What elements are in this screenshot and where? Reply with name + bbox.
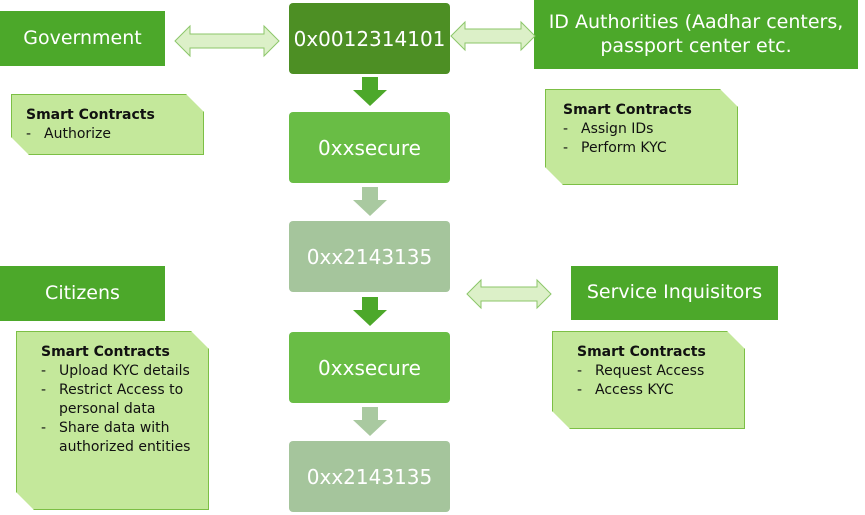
note-list: Request Access Access KYC xyxy=(577,362,734,400)
double-arrow-service-inquisitors xyxy=(466,278,552,310)
service-inquisitors-label: Service Inquisitors xyxy=(571,266,778,320)
down-arrow-2 xyxy=(353,187,387,216)
down-arrow-3 xyxy=(353,297,387,326)
note-title: Smart Contracts xyxy=(577,344,706,360)
note-title: Smart Contracts xyxy=(563,102,692,118)
chain-block-5: 0xx2143135 xyxy=(289,441,450,512)
note-item: Share data with authorized entities xyxy=(41,419,198,457)
note-item: Perform KYC xyxy=(563,139,727,158)
chain-block-3: 0xx2143135 xyxy=(289,221,450,292)
double-arrow-id-authorities xyxy=(450,20,536,52)
government-label: Government xyxy=(0,11,165,66)
chain-block-2: 0xxsecure xyxy=(289,112,450,183)
note-title: Smart Contracts xyxy=(26,107,155,123)
citizens-smart-contracts-note: Smart Contracts Upload KYC details Restr… xyxy=(16,331,209,510)
note-item: Request Access xyxy=(577,362,734,381)
service-inquisitors-smart-contracts-note: Smart Contracts Request Access Access KY… xyxy=(552,331,745,429)
note-item: Restrict Access to personal data xyxy=(41,381,198,419)
note-item: Access KYC xyxy=(577,381,734,400)
double-arrow-government xyxy=(174,24,280,58)
government-smart-contracts-note: Smart Contracts Authorize xyxy=(11,94,204,155)
note-list: Upload KYC details Restrict Access to pe… xyxy=(41,362,198,457)
citizens-label: Citizens xyxy=(0,266,165,321)
note-list: Authorize xyxy=(26,125,193,144)
note-title: Smart Contracts xyxy=(41,344,170,360)
chain-block-1: 0x0012314101 xyxy=(289,3,450,74)
chain-block-4: 0xxsecure xyxy=(289,332,450,403)
note-item: Assign IDs xyxy=(563,120,727,139)
id-authorities-smart-contracts-note: Smart Contracts Assign IDs Perform KYC xyxy=(545,89,738,185)
down-arrow-1 xyxy=(353,77,387,106)
note-item: Upload KYC details xyxy=(41,362,198,381)
note-list: Assign IDs Perform KYC xyxy=(563,120,727,158)
note-item: Authorize xyxy=(26,125,193,144)
id-authorities-label: ID Authorities (Aadhar centers, passport… xyxy=(534,0,858,69)
down-arrow-4 xyxy=(353,407,387,436)
